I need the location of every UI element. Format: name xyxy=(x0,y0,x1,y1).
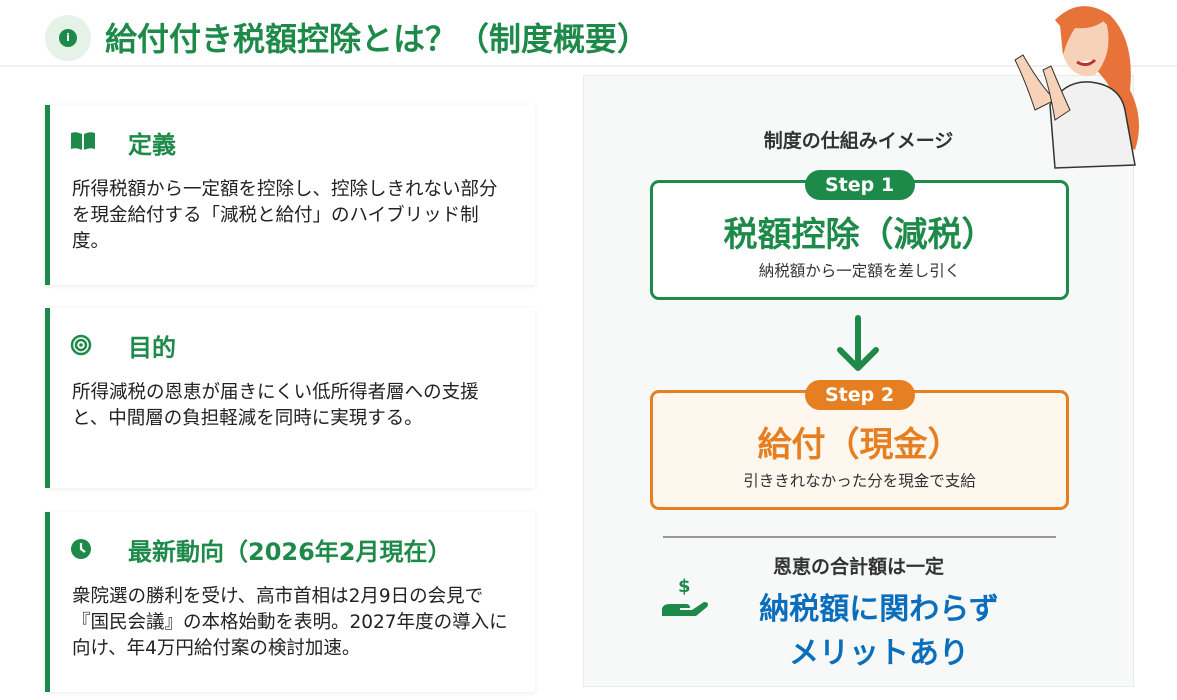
hand-money-icon: $ xyxy=(660,574,710,628)
svg-text:$: $ xyxy=(678,576,691,597)
panel-title: 制度の仕組みイメージ xyxy=(763,130,954,152)
card-body: 衆院選の勝利を受け、高市首相は2月9日の会見で『国民会議』の本格始動を表明。20… xyxy=(72,586,508,659)
info-icon: i xyxy=(45,15,91,61)
woman-pointing-illustration xyxy=(995,0,1155,179)
target-icon xyxy=(70,334,98,358)
step1-badge: Step 1 xyxy=(804,170,915,200)
merit-line1: 納税額に関わらず xyxy=(759,592,999,627)
step1-desc: 納税額から一定額を差し引く xyxy=(758,262,961,280)
card-body: 所得税額から一定額を控除し、控除しきれない部分を現金給付する「減税と給付」のハイ… xyxy=(72,179,498,252)
page-title: 給付付き税額控除とは？（制度概要） xyxy=(105,20,650,58)
merit-text: 納税額に関わらず メリットあり xyxy=(724,588,1034,676)
card-title: 定義 xyxy=(128,131,176,159)
clock-icon xyxy=(70,538,98,562)
book-icon xyxy=(70,131,98,155)
merit-line2: メリットあり xyxy=(789,636,969,671)
step2-title: 給付（現金） xyxy=(757,425,962,465)
divider xyxy=(663,536,1056,538)
card-body: 所得減税の恩恵が届きにくい低所得者層への支援と、中間層の負担軽減を同時に実現する… xyxy=(72,382,479,429)
summary-text: 恩恵の合計額は一定 xyxy=(772,556,944,578)
arrow-down-icon xyxy=(834,314,882,378)
step2-desc: 引ききれなかった分を現金で支給 xyxy=(743,472,976,490)
step1-title: 税額控除（減税） xyxy=(723,215,996,255)
definition-card: 定義 所得税額から一定額を控除し、控除しきれない部分を現金給付する「減税と給付」… xyxy=(45,105,535,285)
card-title: 目的 xyxy=(128,334,176,362)
mechanism-panel: 制度の仕組みイメージ Step 1 税額控除（減税） 納税額から一定額を差し引く… xyxy=(583,75,1134,687)
header: i 給付付き税額控除とは？（制度概要） xyxy=(0,0,1177,67)
step2-box: Step 2 給付（現金） 引ききれなかった分を現金で支給 xyxy=(650,380,1069,510)
step2-badge: Step 2 xyxy=(804,380,915,410)
step1-box: Step 1 税額控除（減税） 納税額から一定額を差し引く xyxy=(650,170,1069,300)
card-title: 最新動向（2026年2月現在） xyxy=(128,538,452,566)
latest-trend-card: 最新動向（2026年2月現在） 衆院選の勝利を受け、高市首相は2月9日の会見で『… xyxy=(45,512,535,692)
purpose-card: 目的 所得減税の恩恵が届きにくい低所得者層への支援と、中間層の負担軽減を同時に実… xyxy=(45,308,535,488)
